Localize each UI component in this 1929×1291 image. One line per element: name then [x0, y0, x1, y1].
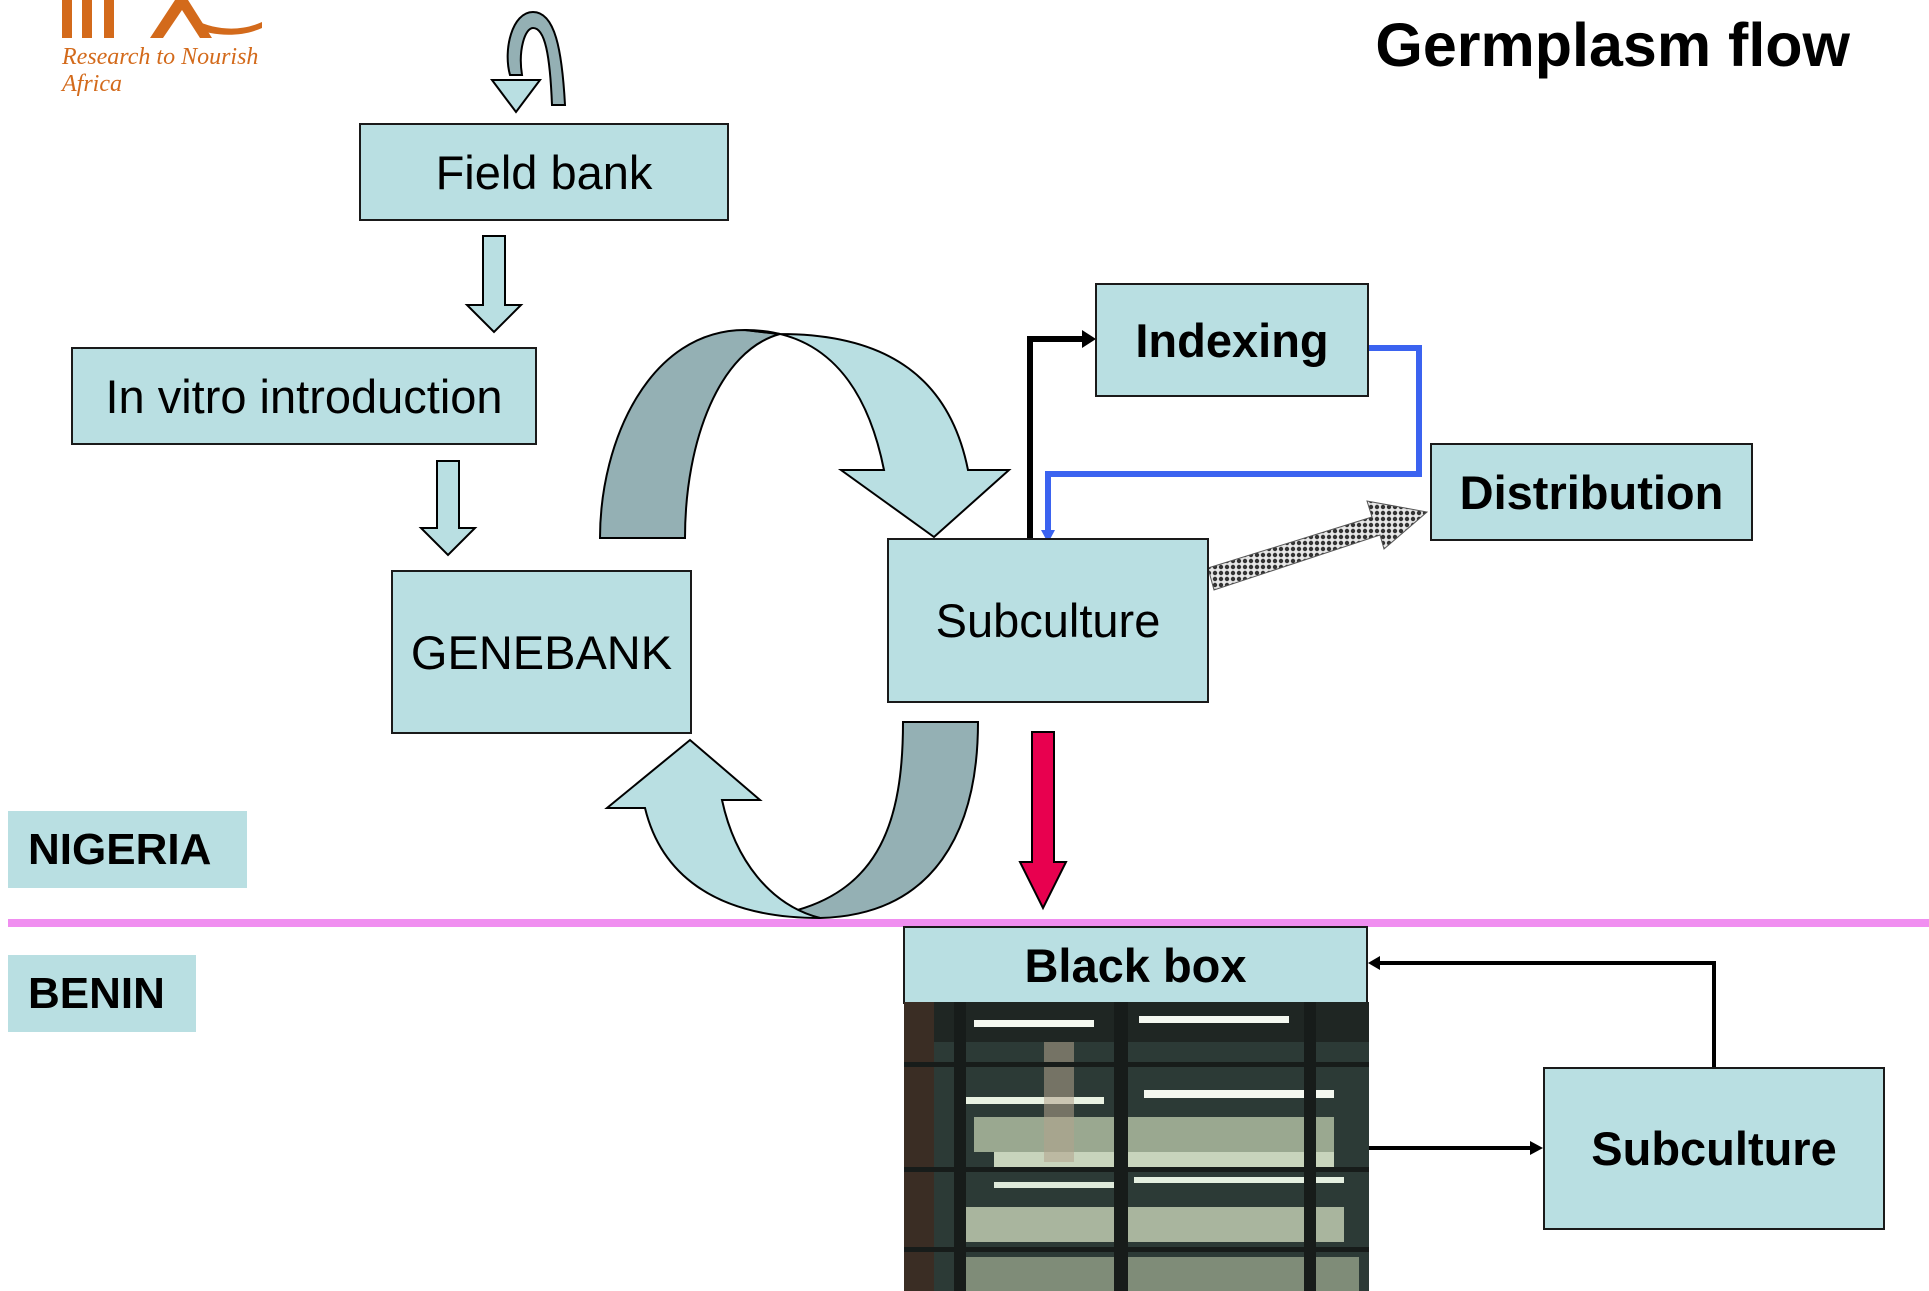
curved-arrow-subculture-to-genebank	[604, 721, 980, 920]
link-subculture-indexing	[1027, 330, 1096, 538]
dotted-arrow-subculture-distribution	[1207, 500, 1429, 591]
logo-mark-icon	[62, 0, 262, 38]
iita-logo: Research to Nourish Africa	[0, 0, 290, 97]
page-title: Germplasm flow	[1375, 11, 1850, 79]
field-bank-loop-arrow	[490, 10, 567, 114]
black-box-photo	[904, 1002, 1369, 1291]
link-indexing-subculture	[1041, 345, 1422, 543]
curved-arrow-genebank-to-subculture	[598, 328, 1012, 539]
region-label-nigeria: NIGERIA	[8, 811, 247, 888]
link-benin-subculture-blackbox	[1368, 956, 1716, 1068]
in-vitro-introduction-box: In vitro introduction	[71, 347, 537, 445]
region-label-benin: BENIN	[8, 955, 196, 1032]
logo-tagline: Research to Nourish Africa	[62, 44, 259, 97]
down-arrow-fieldbank-invitro	[464, 235, 524, 334]
subculture-benin-box: Subculture	[1543, 1067, 1885, 1230]
black-box-box: Black box	[903, 926, 1368, 1004]
genebank-box: GENEBANK	[391, 570, 692, 734]
subculture-nigeria-box: Subculture	[887, 538, 1209, 703]
field-bank-box: Field bank	[359, 123, 729, 221]
indexing-box: Indexing	[1095, 283, 1369, 397]
distribution-box: Distribution	[1430, 443, 1753, 541]
border-line	[8, 919, 1929, 927]
down-arrow-invitro-genebank	[418, 460, 478, 557]
link-blackbox-benin-subculture	[1369, 1141, 1543, 1155]
transfer-arrow-nigeria-benin	[1018, 731, 1068, 911]
